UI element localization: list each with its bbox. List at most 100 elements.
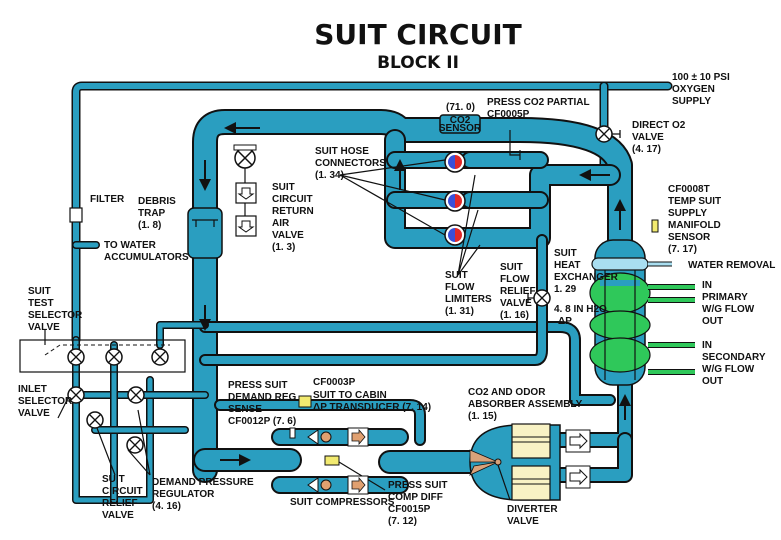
svg-text:IN: IN <box>702 280 712 291</box>
temp-sensor-label: CF0008T TEMP SUIT SUPPLY MANIFOLD SENSOR… <box>668 184 721 255</box>
demand-pressure-regulator <box>126 436 144 454</box>
heat-exchanger-label: SUIT HEAT EXCHANGER 1. 29 <box>554 248 619 295</box>
svg-text:SUPPLY: SUPPLY <box>668 208 707 219</box>
svg-text:ΔP: ΔP <box>558 316 572 327</box>
svg-text:ACCUMULATORS: ACCUMULATORS <box>104 252 189 263</box>
suit-circuit-relief-valve <box>86 411 104 429</box>
svg-text:SENSOR: SENSOR <box>668 232 711 243</box>
circuit-relief-label: SUIT CIRCUIT RELIEF VALVE <box>102 474 143 521</box>
svg-text:LIMITERS: LIMITERS <box>445 294 492 305</box>
diverter-label: DIVERTER VALVE <box>507 504 558 527</box>
oxygen-supply-label: 100 ± 10 PSI OXYGEN SUPPLY <box>672 72 730 107</box>
svg-text:(4. 16): (4. 16) <box>152 501 181 512</box>
absorber-canister <box>511 423 551 459</box>
callout-labels: 100 ± 10 PSI OXYGEN SUPPLY (71. 0) PRESS… <box>18 72 775 527</box>
svg-text:(7. 17): (7. 17) <box>668 244 697 255</box>
svg-text:VALVE: VALVE <box>500 298 532 309</box>
debris-trap <box>187 207 223 259</box>
suit-hose-connectors[interactable] <box>444 151 466 246</box>
hose-connector <box>444 190 466 212</box>
diagram-title: SUIT CIRCUIT <box>314 18 522 51</box>
svg-text:REGULATOR: REGULATOR <box>152 489 215 500</box>
svg-text:W/G FLOW: W/G FLOW <box>702 304 755 315</box>
svg-text:CO2 AND ODOR: CO2 AND ODOR <box>468 387 546 398</box>
svg-text:DEBRIS: DEBRIS <box>138 196 176 207</box>
svg-text:SUIT HOSE: SUIT HOSE <box>315 146 369 157</box>
test-selector-housing <box>19 339 186 373</box>
inlet-selector-label: INLET SELECTOR VALVE <box>18 384 73 419</box>
valve <box>67 348 85 366</box>
svg-text:OUT: OUT <box>702 316 723 327</box>
filter-icon <box>69 207 83 223</box>
hose-connector <box>444 224 466 246</box>
svg-text:TO WATER: TO WATER <box>104 240 157 251</box>
svg-text:VALVE: VALVE <box>18 408 50 419</box>
flow-limiters-label: SUIT FLOW LIMITERS (1. 31) <box>445 270 492 317</box>
svg-text:AIR: AIR <box>272 218 290 229</box>
svg-text:W/G FLOW: W/G FLOW <box>702 364 755 375</box>
svg-text:VALVE: VALVE <box>272 230 304 241</box>
suit-return-duct <box>192 109 633 483</box>
svg-text:(1. 16): (1. 16) <box>500 310 529 321</box>
svg-text:SENSE: SENSE <box>228 404 262 415</box>
svg-text:(7. 12): (7. 12) <box>388 516 417 527</box>
valve <box>105 348 123 366</box>
svg-text:RELIEF: RELIEF <box>102 498 138 509</box>
co2-odor-absorber <box>469 423 591 501</box>
svg-text:SECONDARY: SECONDARY <box>702 352 766 363</box>
svg-text:CIRCUIT: CIRCUIT <box>272 194 313 205</box>
svg-text:PRESS SUIT: PRESS SUIT <box>228 380 287 391</box>
direct-o2-valve[interactable] <box>595 125 621 143</box>
filter-label: FILTER <box>90 194 125 205</box>
co2-sensor-tap <box>509 130 521 160</box>
svg-text:SUIT: SUIT <box>102 474 125 485</box>
absorber-canister <box>511 465 551 501</box>
comp-diff-label: PRESS SUIT COMP DIFF CF0015P (7. 12) <box>388 480 447 527</box>
svg-text:PRESS SUIT: PRESS SUIT <box>388 480 447 491</box>
comp-diff-sensor-icon <box>324 455 340 466</box>
svg-text:HEAT: HEAT <box>554 260 580 271</box>
primary-flow-label: IN PRIMARY W/G FLOW OUT <box>702 280 755 327</box>
suit-flow-relief-valve[interactable] <box>527 289 551 307</box>
svg-text:TEST: TEST <box>28 298 54 309</box>
valve-block-lines <box>72 321 209 504</box>
svg-text:VALVE: VALVE <box>632 132 664 143</box>
svg-text:DIVERTER: DIVERTER <box>507 504 558 515</box>
svg-text:SUIT: SUIT <box>28 286 51 297</box>
svg-text:SENSOR: SENSOR <box>439 123 482 134</box>
debris-trap-label: DEBRIS TRAP (1. 8) <box>138 196 176 231</box>
svg-text:(1. 3): (1. 3) <box>272 242 295 253</box>
diverter-valve[interactable] <box>469 449 502 476</box>
return-air-valve-label: SUIT CIRCUIT RETURN AIR VALVE (1. 3) <box>272 182 314 253</box>
hose-connector <box>444 151 466 173</box>
compressor <box>307 427 369 447</box>
sense-port-icon <box>289 427 296 439</box>
return-air-valve[interactable] <box>233 144 257 237</box>
svg-text:CF0003P: CF0003P <box>313 377 356 388</box>
svg-text:SUIT: SUIT <box>500 262 523 273</box>
svg-text:PRESS CO2 PARTIAL: PRESS CO2 PARTIAL <box>487 97 590 108</box>
svg-text:CF0015P: CF0015P <box>388 504 431 515</box>
svg-text:(1. 8): (1. 8) <box>138 220 161 231</box>
suit-heat-exchanger <box>589 239 695 386</box>
svg-text:TEMP SUIT: TEMP SUIT <box>668 196 721 207</box>
svg-text:CONNECTORS: CONNECTORS <box>315 158 386 169</box>
hose-manifold <box>384 129 621 249</box>
svg-text:SUIT: SUIT <box>445 270 468 281</box>
selector-valves[interactable] <box>67 348 169 454</box>
svg-text:INLET: INLET <box>18 384 47 395</box>
bypass-loop <box>199 234 616 406</box>
svg-text:SUIT TO CABIN: SUIT TO CABIN <box>313 390 387 401</box>
demand-regulator-label: DEMAND PRESSURE REGULATOR (4. 16) <box>152 477 254 512</box>
water-removal-band <box>591 257 649 271</box>
compressor-duct <box>193 399 482 494</box>
svg-text:OXYGEN: OXYGEN <box>672 84 715 95</box>
suit-compressors[interactable] <box>307 427 369 495</box>
svg-text:100 ± 10 PSI: 100 ± 10 PSI <box>672 72 730 83</box>
co2-sensor: CO2 SENSOR <box>439 114 482 134</box>
delta-p-label: 4. 8 IN H2O ΔP <box>554 304 607 327</box>
svg-text:1. 29: 1. 29 <box>554 284 577 295</box>
svg-text:SELECTOR: SELECTOR <box>28 310 83 321</box>
svg-text:ΔP TRANSDUCER (7. 14): ΔP TRANSDUCER (7. 14) <box>313 402 431 413</box>
water-accumulators-label: TO WATER ACCUMULATORS <box>104 240 189 263</box>
